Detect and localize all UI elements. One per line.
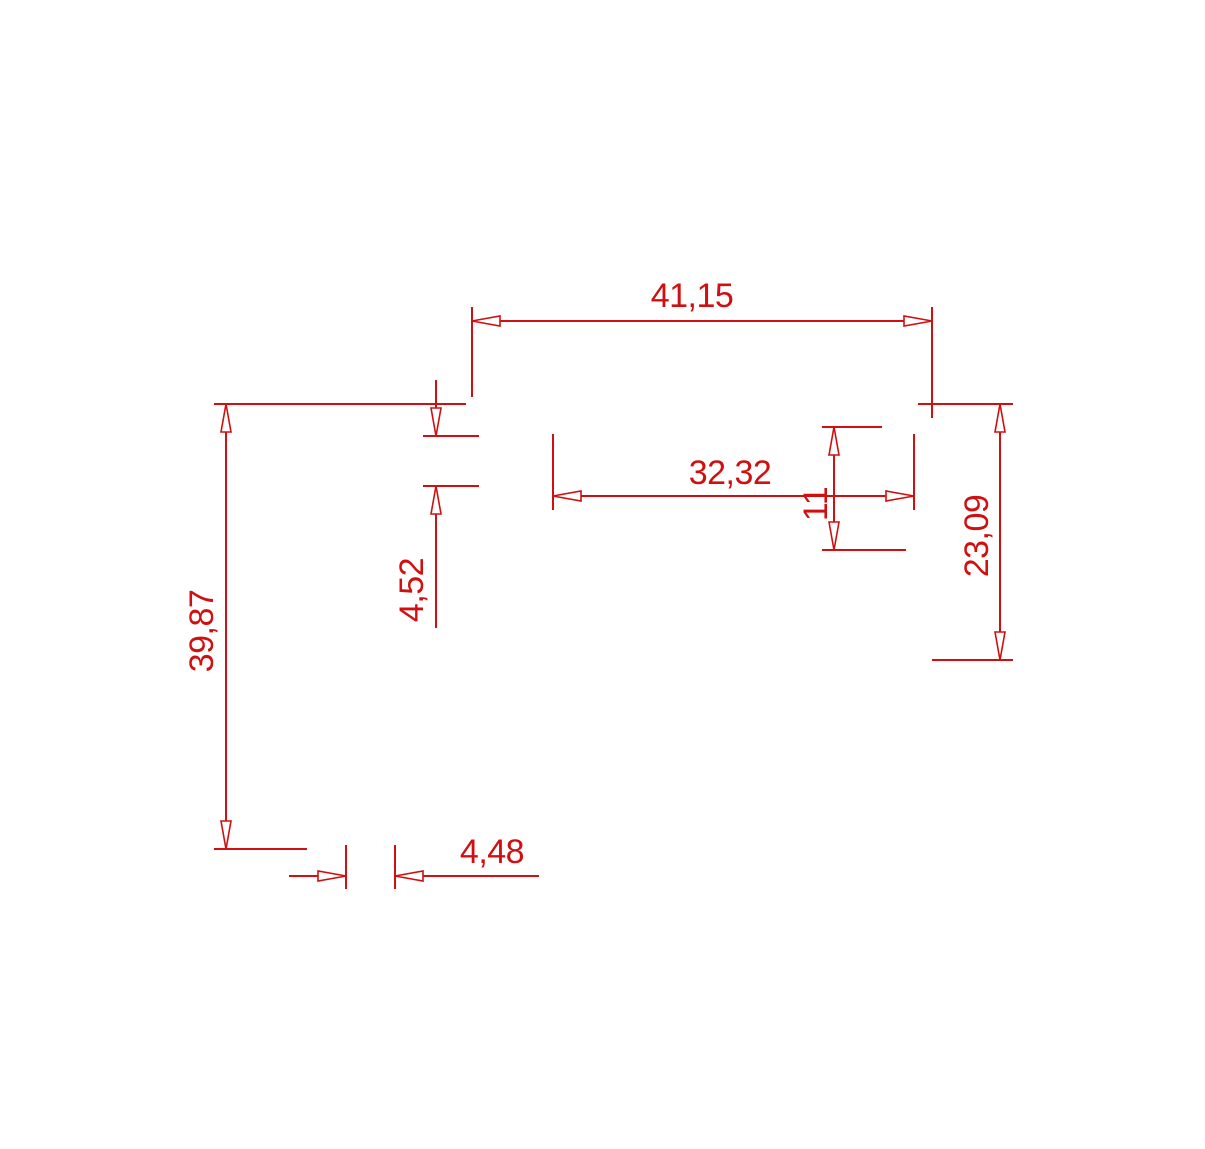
arrowhead [994, 631, 1006, 661]
dimension-label: 23,09 [958, 495, 996, 578]
dimension-label: 39,87 [183, 590, 221, 673]
arrowhead [552, 490, 582, 502]
arrowhead [885, 490, 915, 502]
arrowhead [994, 403, 1006, 433]
dimension-inner-width: 32,32 [552, 434, 915, 510]
arrowhead [317, 870, 347, 882]
dimension-top-width: 41,15 [471, 277, 933, 418]
dimension-label: 32,32 [689, 454, 772, 492]
arrowhead [430, 485, 442, 515]
dimension-gap-height: 4,52 [393, 380, 479, 628]
dimension-label: 4,48 [460, 833, 524, 871]
arrowhead [394, 870, 424, 882]
dimension-label: 4,52 [393, 558, 431, 622]
dimension-label: 41,15 [651, 277, 734, 315]
dimension-left-height: 39,87 [183, 403, 466, 850]
arrowhead [903, 315, 933, 327]
dimension-bottom-gap: 4,48 [289, 833, 539, 889]
arrowhead [430, 407, 442, 437]
dimension-right-height: 23,09 [918, 403, 1013, 661]
arrowhead [220, 820, 232, 850]
arrowhead [828, 521, 840, 551]
dimension-label: 11 [797, 487, 835, 521]
dimension-small-height: 11 [797, 426, 906, 551]
arrowhead [220, 403, 232, 433]
arrowhead [828, 426, 840, 456]
arrowhead [471, 315, 501, 327]
